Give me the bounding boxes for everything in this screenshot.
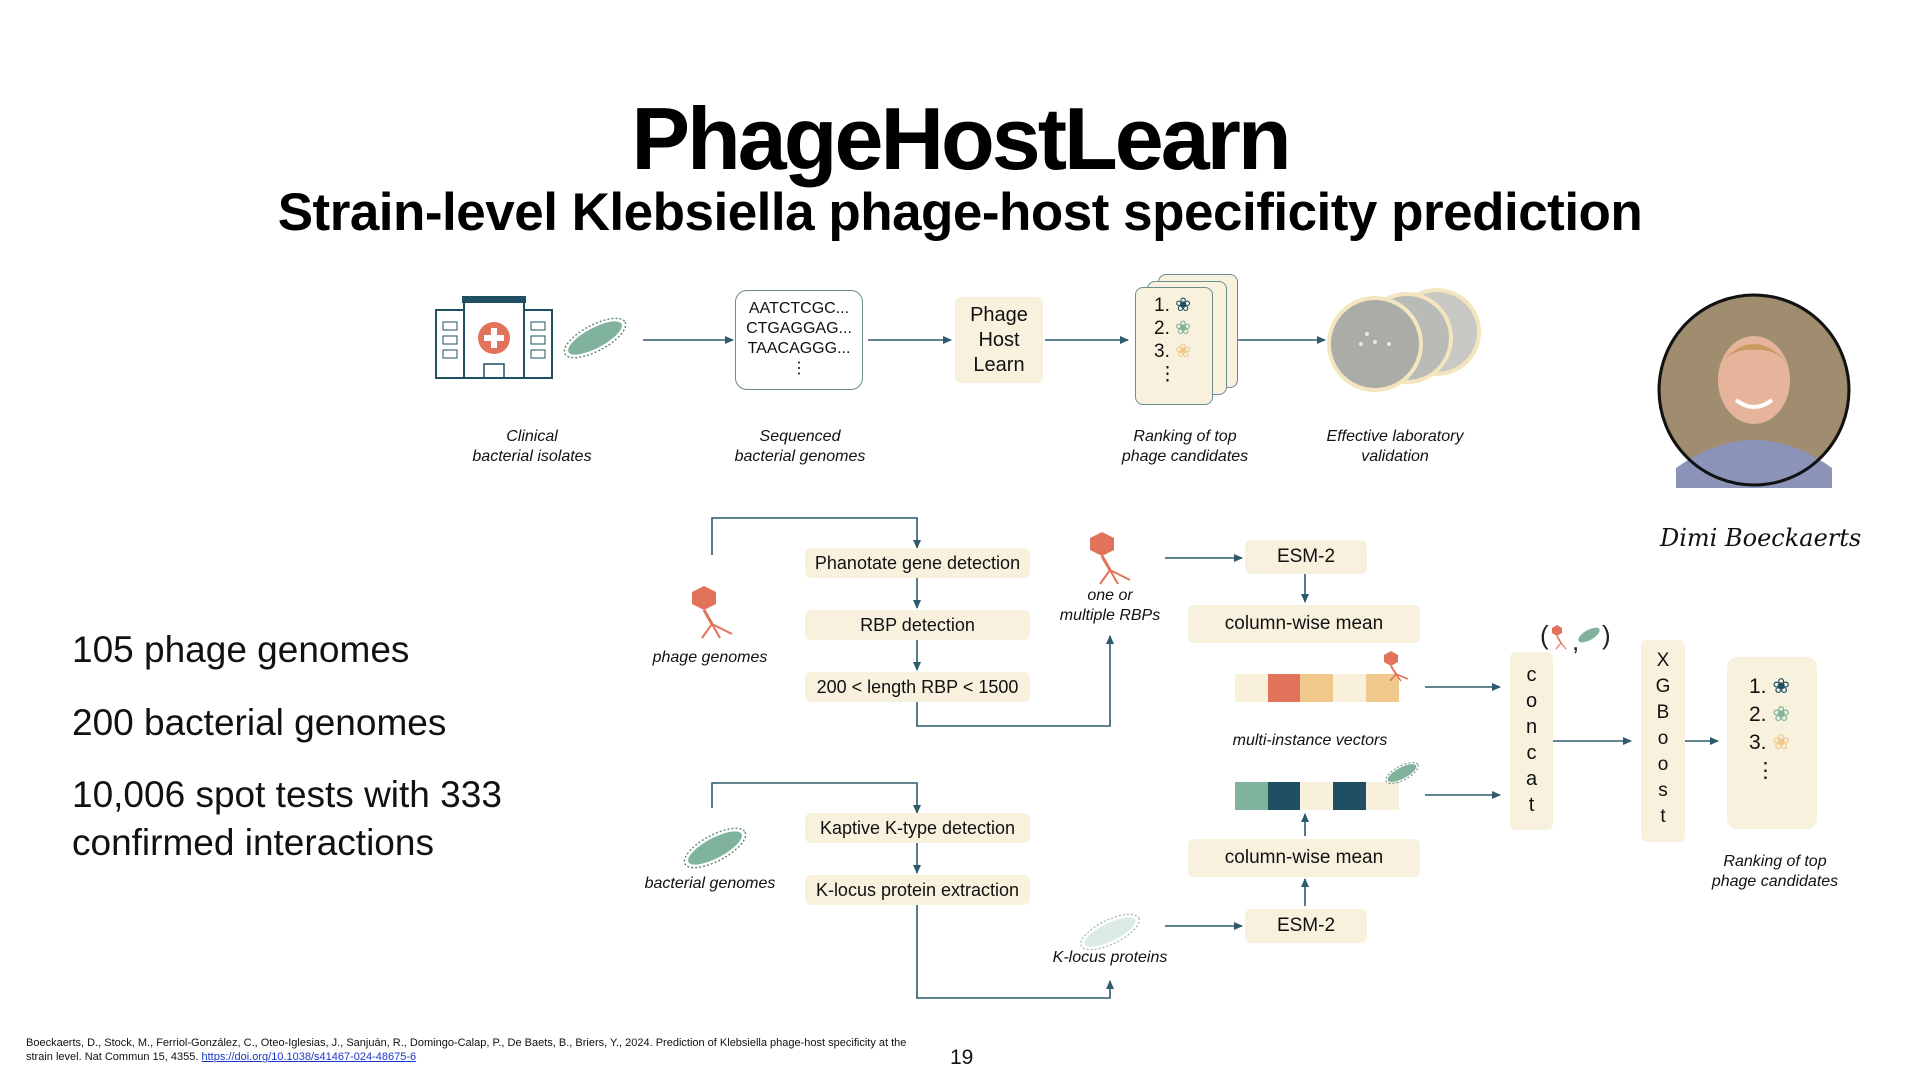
pair-open-paren: ( (1540, 620, 1549, 650)
petri-dishes-icon (1327, 288, 1481, 392)
pair-close-paren: ) (1602, 620, 1611, 650)
bacterium-icon (683, 827, 747, 869)
bacterium-icon (1578, 627, 1600, 643)
phage-icon: ❀ (1772, 731, 1790, 754)
stat-spot-tests: 10,006 spot tests with 333 confirmed int… (72, 774, 502, 863)
phage-icon (1384, 651, 1409, 682)
step-kaptive: Kaptive K-type detection (805, 813, 1030, 843)
sequence-ellipsis: ⋮ (791, 360, 807, 377)
step-k-locus-extraction: K-locus protein extraction (805, 875, 1030, 905)
ranking-card-top: 1. ❀ 2. ❀ 3. ❀ ⋮ (1135, 287, 1213, 405)
phage-icon: ❀ (1772, 675, 1790, 698)
caption-k-locus-proteins: K-locus proteins (1052, 949, 1168, 966)
k-locus-protein-icon (1080, 913, 1140, 951)
phage-vector (1235, 674, 1416, 702)
pair-comma: , (1572, 626, 1580, 656)
phage-icon (692, 586, 733, 639)
sequence-line: CTGAGGAG... (746, 320, 852, 337)
stat-bacterial-genomes: 200 bacterial genomes (72, 702, 447, 743)
pair-label: ( , ) (1540, 620, 1611, 656)
column-mean-bacteria-box: column-wise mean (1188, 839, 1420, 877)
slide-subtitle: Strain-level Klebsiella phage-host speci… (277, 183, 1643, 242)
caption-vectors: multi-instance vectors (1232, 732, 1388, 749)
citation: Boeckaerts, D., Stock, M., Ferriol-Gonzá… (26, 1036, 926, 1064)
sequence-line: AATCTCGC... (748, 300, 850, 317)
bacteria-vector (1235, 782, 1416, 810)
esm2-phage-box: ESM-2 (1245, 540, 1367, 574)
bacterium-icon (1385, 762, 1419, 784)
phage-icon: ❀ (1175, 318, 1192, 339)
concat-box: c o n c a t (1510, 652, 1553, 830)
signature: Dimi Boeckaerts (1660, 524, 1862, 552)
caption-phage-genomes: phage genomes (652, 649, 768, 666)
esm2-bacteria-box: ESM-2 (1245, 909, 1367, 943)
sequence-box: AATCTCGC... CTGAGGAG... TAACAGGG... ⋮ (735, 290, 863, 390)
citation-doi-link[interactable]: https://doi.org/10.1038/s41467-024-48675… (201, 1051, 417, 1063)
page-number: 19 (950, 1046, 974, 1069)
step-rbp-detection: RBP detection (805, 610, 1030, 640)
step-phanotate: Phanotate gene detection (805, 548, 1030, 578)
stat-phage-genomes: 105 phage genomes (72, 629, 410, 670)
phage-icon: ❀ (1772, 703, 1790, 726)
citation-text: Boeckaerts, D., Stock, M., Ferriol-Gonzá… (26, 1037, 907, 1063)
avatar (1657, 293, 1851, 488)
phage-icon (1552, 625, 1567, 650)
slide-title: PhageHostLearn (631, 89, 1291, 188)
xgboost-box: X G B o o s t (1641, 640, 1685, 842)
phagehostlearn-box: Phage Host Learn (955, 297, 1043, 383)
column-mean-phage-box: column-wise mean (1188, 605, 1420, 643)
final-ranking-card: 1. ❀ 2. ❀ 3. ❀ ⋮ (1727, 657, 1817, 829)
step-rbp-length-filter: 200 < length RBP < 1500 (805, 672, 1030, 702)
caption-bacterial-genomes: bacterial genomes (644, 875, 776, 892)
sequence-line: TAACAGGG... (747, 340, 851, 357)
hospital-icon (435, 296, 553, 379)
phage-icon: ❀ (1175, 295, 1192, 316)
phage-icon (1090, 532, 1131, 585)
phage-icon: ❀ (1175, 341, 1192, 362)
bacterium-icon (563, 317, 627, 359)
